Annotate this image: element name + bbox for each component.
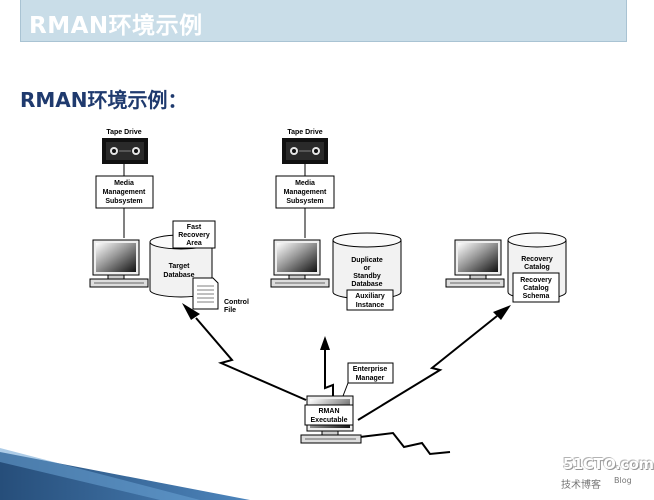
enterprise-manager-box (347, 362, 394, 384)
tape-drive-label: Tape Drive (106, 129, 141, 136)
media-line-2: Management (103, 189, 146, 196)
computer-icon (89, 239, 149, 288)
tape-drive-icon (102, 138, 148, 164)
dup-line-3: Standby (353, 273, 381, 280)
watermark-tag: 技术博客 (561, 480, 601, 491)
dup-line-1: Duplicate (351, 257, 383, 264)
target-group: Tape Drive Media Management Subsystem Ta… (89, 129, 249, 314)
catalog-group: Recovery Catalog Recovery Catalog Schema (445, 232, 567, 303)
fra-line-1: Fast (187, 224, 202, 231)
decorative-stripe-light (0, 448, 200, 500)
rman-line-2: Executable (311, 417, 348, 424)
fra-line-3: Area (186, 240, 202, 247)
media-line-1: Media (114, 180, 134, 187)
duplicate-group: Tape Drive Media Management Subsystem Du… (270, 129, 402, 311)
rman-executable-box (304, 404, 354, 426)
catalog-line-1: Recovery (521, 256, 553, 263)
slide-heading: RMAN环境示例： (20, 88, 188, 112)
target-db-line-1: Target (169, 263, 191, 270)
computer-icon (445, 239, 505, 288)
connection-lines (195, 315, 498, 456)
media-management-box-2 (275, 175, 335, 209)
control-file-line-1: Control (224, 299, 249, 306)
media2-line-1: Media (295, 180, 315, 187)
watermark-blog: Blog (614, 476, 632, 485)
dup-line-4: Database (351, 281, 382, 288)
watermark-site: 51CTO.com (563, 455, 654, 473)
target-db-line-2: Database (163, 272, 194, 279)
duplicate-database-icon: Duplicate or Standby Database (332, 232, 402, 300)
schema-line-2: Catalog (523, 285, 549, 292)
schema-line-1: Recovery (520, 277, 552, 284)
rman-line-1: RMAN (319, 408, 340, 415)
decorative-stripe (0, 452, 250, 500)
arrowheads (182, 303, 511, 350)
dup-line-2: or (364, 265, 371, 272)
em-line-1: Enterprise (353, 366, 388, 373)
em-line-2: Manager (356, 375, 385, 382)
fast-recovery-area-box (172, 220, 216, 249)
recovery-catalog-schema-box (512, 272, 560, 303)
schema-line-3: Schema (523, 293, 550, 300)
tape-drive-label-2: Tape Drive (287, 129, 322, 136)
computer-icon (270, 239, 330, 288)
media-management-box (95, 175, 154, 209)
media2-line-3: Subsystem (286, 198, 323, 205)
auxiliary-instance-box (346, 289, 394, 311)
tape-drive-icon (282, 138, 328, 164)
rman-client-group: Enterprise Manager RMAN Executable (300, 362, 394, 444)
media2-line-2: Management (284, 189, 327, 196)
control-file-line-2: File (224, 307, 236, 314)
document-icon (192, 277, 219, 310)
media-line-3: Subsystem (105, 198, 142, 205)
slide-title: RMAN环境示例 (29, 13, 203, 39)
fra-line-2: Recovery (178, 232, 210, 239)
title-bar: RMAN环境示例 (20, 0, 627, 42)
catalog-line-2: Catalog (524, 264, 550, 271)
aux-line-1: Auxiliary (355, 293, 385, 300)
aux-line-2: Instance (356, 302, 385, 309)
